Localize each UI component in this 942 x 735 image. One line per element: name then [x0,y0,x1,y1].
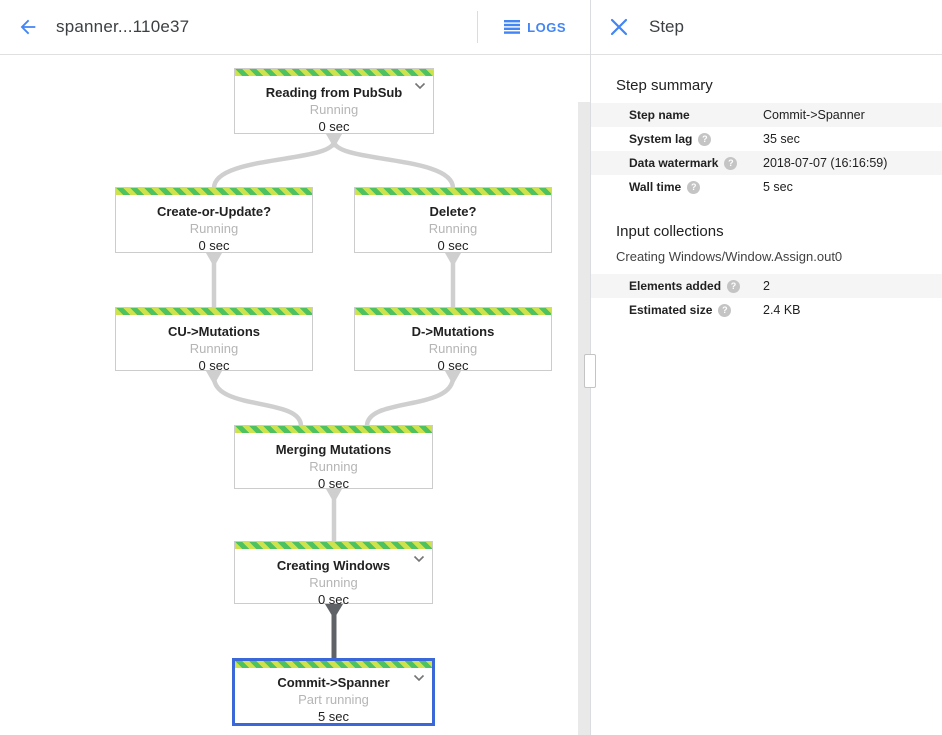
node-status: Running [189,221,239,236]
running-stripe [235,69,433,76]
running-stripe [235,426,432,433]
row-value: 2018-07-07 (16:16:59) [763,156,888,170]
running-stripe [235,661,432,668]
table-row: Elements added? 2 [591,274,942,298]
chevron-down-icon[interactable] [414,82,426,90]
graph-node-d-mutations[interactable]: D->Mutations Running 0 sec [354,307,552,373]
node-status: Part running [298,692,369,707]
table-row: Data watermark? 2018-07-07 (16:16:59) [591,151,942,175]
help-icon[interactable]: ? [724,156,738,170]
node-status: Running [309,575,358,590]
node-duration: 5 sec [317,709,350,724]
running-stripe [235,542,432,549]
panel-body: Step summary Step name Commit->Spanner S… [591,55,942,322]
close-icon [610,18,628,36]
row-label: Data watermark [629,156,719,170]
logs-button-label: LOGS [527,19,566,35]
node-duration: 0 sec [198,238,230,253]
node-duration: 0 sec [437,238,469,253]
running-stripe [355,188,551,195]
job-graph-canvas[interactable]: Reading from PubSub Running 0 sec Create… [0,55,590,735]
node-status: Running [428,221,478,236]
running-stripe [355,308,551,315]
graph-node-commit-spanner-selected[interactable]: Commit->Spanner Part running 5 sec [232,658,435,726]
running-stripe [116,188,312,195]
panel-resize-handle[interactable] [584,354,596,388]
row-label: Estimated size [629,303,713,317]
logs-button[interactable]: LOGS [504,20,566,35]
node-title: Creating Windows [276,558,391,573]
top-bar: spanner...110e37 LOGS [0,0,590,55]
graph-scrollbar[interactable] [578,102,590,735]
graph-node-creating-windows[interactable]: Creating Windows Running 0 sec [234,541,433,607]
row-label: Step name [629,108,690,122]
help-icon[interactable]: ? [698,132,712,146]
node-status: Running [309,102,359,117]
node-status: Running [309,459,358,474]
node-duration: 0 sec [317,476,350,491]
back-button[interactable] [8,7,48,47]
topbar-divider [477,11,479,43]
input-collections-section: Input collections Creating Windows/Windo… [591,223,942,322]
graph-node-merging-mutations[interactable]: Merging Mutations Running 0 sec [234,425,433,491]
input-collections-heading: Input collections [616,223,724,240]
node-duration: 0 sec [198,358,230,373]
graph-node-delete[interactable]: Delete? Running 0 sec [354,187,552,253]
step-details-panel: Step Step summary Step name Commit->Span… [590,0,942,735]
row-value: 35 sec [763,132,800,146]
node-duration: 0 sec [317,592,350,607]
graph-node-reading-from-pubsub[interactable]: Reading from PubSub Running 0 sec [234,68,434,134]
node-title: Reading from PubSub [265,85,403,100]
node-status: Running [428,341,478,356]
table-row: Estimated size? 2.4 KB [591,298,942,322]
back-arrow-icon [20,19,36,35]
logs-list-icon [504,20,521,34]
row-value: 2.4 KB [763,303,801,317]
close-panel-button[interactable] [599,7,639,47]
row-value: 5 sec [763,180,793,194]
table-row: System lag? 35 sec [591,127,942,151]
chevron-down-icon[interactable] [413,555,425,563]
node-title: Delete? [429,204,477,219]
row-value: 2 [763,279,770,293]
panel-title: Step [649,17,684,36]
node-title: D->Mutations [411,324,495,339]
table-row: Wall time? 5 sec [591,175,942,199]
help-icon[interactable]: ? [727,279,741,293]
job-title: spanner...110e37 [56,17,190,36]
running-stripe [116,308,312,315]
row-label: Wall time [629,180,682,194]
node-duration: 0 sec [437,358,469,373]
row-label: System lag [629,132,693,146]
node-title: Create-or-Update? [156,204,272,219]
collection-name: Creating Windows/Window.Assign.out0 [616,249,843,264]
graph-node-cu-mutations[interactable]: CU->Mutations Running 0 sec [115,307,313,373]
graph-edges [206,134,461,659]
node-title: Merging Mutations [275,442,392,457]
help-icon[interactable]: ? [718,303,732,317]
node-title: CU->Mutations [167,324,261,339]
node-title: Commit->Spanner [277,675,390,690]
panel-header: Step [591,0,942,55]
row-value: Commit->Spanner [763,108,865,122]
step-summary-heading: Step summary [616,77,713,94]
table-row: Step name Commit->Spanner [591,103,942,127]
graph-node-create-or-update[interactable]: Create-or-Update? Running 0 sec [115,187,313,253]
row-label: Elements added [629,279,722,293]
node-duration: 0 sec [318,119,350,134]
chevron-down-icon[interactable] [413,674,425,682]
help-icon[interactable]: ? [687,180,701,194]
node-status: Running [189,341,239,356]
